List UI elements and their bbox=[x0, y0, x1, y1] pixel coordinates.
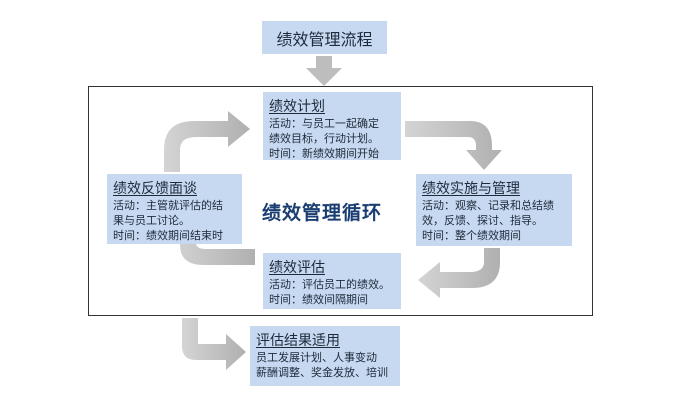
process-title: 绩效管理流程 bbox=[276, 29, 373, 49]
cycle-frame bbox=[88, 86, 593, 316]
card-apply-line: 员工发展计划、人事变动 bbox=[256, 351, 394, 366]
line-text: 绩效期间结束时 bbox=[146, 228, 223, 242]
card-apply-line: 薪酬调整、奖金发放、培训 bbox=[256, 366, 394, 381]
card-plan: 绩效计划 活动：与员工一起确定 绩效目标，行动计划。 时间：新绩效期间开始 bbox=[263, 92, 401, 160]
card-evaluate-line: 活动：评估员工的绩效。 bbox=[269, 278, 395, 293]
arrow-to-apply bbox=[182, 318, 246, 370]
arrow-plan-to-implement bbox=[405, 121, 502, 170]
card-plan-line: 绩效目标，行动计划。 bbox=[269, 132, 395, 147]
line-label: 活动： bbox=[113, 199, 146, 213]
line-label: 时间： bbox=[422, 228, 455, 242]
line-text: 整个绩效期间 bbox=[455, 228, 521, 242]
card-evaluate: 绩效评估 活动：评估员工的绩效。 时间：绩效间隔期间 bbox=[263, 253, 401, 309]
card-apply: 评估结果适用 员工发展计划、人事变动 薪酬调整、奖金发放、培训 bbox=[250, 326, 400, 386]
card-plan-line: 时间：新绩效期间开始 bbox=[269, 147, 395, 162]
down-arrow-title bbox=[306, 56, 342, 86]
card-apply-title: 评估结果适用 bbox=[256, 333, 340, 349]
line-text: 果与员工讨论。 bbox=[113, 213, 190, 227]
card-feedback: 绩效反馈面谈 活动：主管就评估的结 果与员工讨论。 时间：绩效期间结束时 bbox=[107, 174, 242, 244]
card-evaluate-line: 时间：绩效间隔期间 bbox=[269, 293, 395, 308]
process-title-box: 绩效管理流程 bbox=[262, 21, 387, 54]
cycle-center-label: 绩效管理循环 bbox=[262, 202, 383, 224]
line-label: 活动： bbox=[269, 117, 302, 131]
card-implement-title: 绩效实施与管理 bbox=[422, 181, 520, 197]
line-label: 活动： bbox=[422, 199, 455, 213]
line-text: 主管就评估的结 bbox=[146, 199, 223, 213]
line-label: 时间： bbox=[269, 292, 302, 306]
line-text: 新绩效期间开始 bbox=[302, 146, 379, 160]
line-text: 观察、记录和总结绩 bbox=[455, 199, 554, 213]
card-feedback-line: 果与员工讨论。 bbox=[113, 214, 236, 229]
card-feedback-title: 绩效反馈面谈 bbox=[113, 181, 197, 197]
card-implement-line: 效，反馈、探讨、指导。 bbox=[422, 214, 566, 229]
card-feedback-line: 活动：主管就评估的结 bbox=[113, 199, 236, 214]
line-label: 时间： bbox=[269, 146, 302, 160]
line-text: 绩效间隔期间 bbox=[302, 292, 368, 306]
line-text: 薪酬调整、奖金发放、培训 bbox=[256, 365, 388, 379]
line-text: 绩效目标，行动计划。 bbox=[269, 131, 379, 145]
line-text: 员工发展计划、人事变动 bbox=[256, 351, 377, 365]
arrow-implement-to-evaluate bbox=[418, 248, 500, 298]
arrow-feedback-to-plan bbox=[164, 111, 250, 172]
line-label: 时间： bbox=[113, 228, 146, 242]
card-implement-line: 活动：观察、记录和总结绩 bbox=[422, 199, 566, 214]
line-text: 效，反馈、探讨、指导。 bbox=[422, 213, 543, 227]
card-implement: 绩效实施与管理 活动：观察、记录和总结绩 效，反馈、探讨、指导。 时间：整个绩效… bbox=[416, 174, 572, 246]
line-label: 活动： bbox=[269, 278, 302, 292]
card-implement-line: 时间：整个绩效期间 bbox=[422, 229, 566, 244]
card-evaluate-title: 绩效评估 bbox=[269, 260, 325, 276]
card-feedback-line: 时间：绩效期间结束时 bbox=[113, 229, 236, 244]
line-text: 与员工一起确定 bbox=[302, 117, 379, 131]
card-plan-line: 活动：与员工一起确定 bbox=[269, 117, 395, 132]
line-text: 评估员工的绩效。 bbox=[302, 278, 390, 292]
card-plan-title: 绩效计划 bbox=[269, 99, 325, 115]
